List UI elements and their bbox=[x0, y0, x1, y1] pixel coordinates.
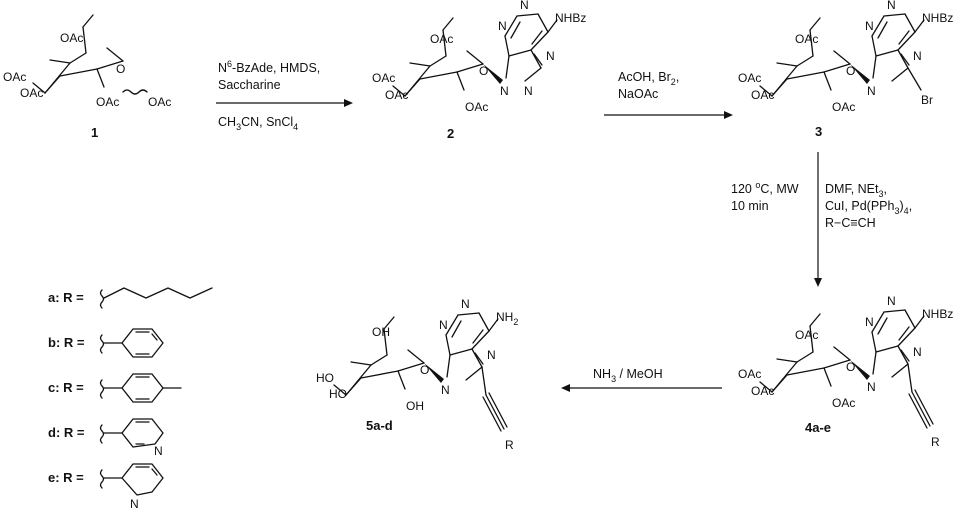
n-label: N bbox=[865, 315, 874, 329]
n-label: N bbox=[500, 84, 509, 98]
r-label: R bbox=[931, 435, 940, 449]
n-label: N bbox=[154, 444, 163, 458]
svg-text:AcOH, Br2,: AcOH, Br2, bbox=[618, 70, 679, 87]
n-label: N bbox=[867, 380, 876, 394]
wavy-bond bbox=[122, 89, 148, 95]
n-label: N bbox=[524, 84, 533, 98]
r-group-d: d: R = N bbox=[48, 418, 164, 458]
r-group-e: e: R = N bbox=[48, 463, 164, 511]
oh-label: OH bbox=[372, 325, 390, 339]
oac-label: OAc bbox=[751, 88, 774, 102]
n-label: N bbox=[130, 497, 139, 511]
glycosidic-bond bbox=[850, 64, 870, 84]
r-label: R bbox=[505, 438, 514, 452]
ring-oxygen-label: O bbox=[116, 62, 125, 76]
svg-text:e: R =: e: R = bbox=[48, 470, 84, 485]
n-label: N bbox=[487, 348, 496, 362]
oac-label: OAc bbox=[3, 70, 26, 84]
r-group-legend: a: R = b: R = c: R = d: R = bbox=[48, 287, 213, 511]
glycosidic-bond bbox=[424, 363, 444, 383]
ring-oxygen-label: O bbox=[846, 360, 855, 374]
compound-2-label: 2 bbox=[447, 126, 454, 141]
ho-label: HO bbox=[316, 371, 334, 385]
n-label: N bbox=[887, 0, 896, 12]
oac-label: OAc bbox=[795, 32, 818, 46]
compound-2: OAc O OAc OAc OAc N N N N N NHBz 2 bbox=[372, 0, 586, 141]
oac-label: OAc bbox=[738, 71, 761, 85]
n-label: N bbox=[913, 345, 922, 359]
svg-text:DMF, NEt3,: DMF, NEt3, bbox=[825, 182, 887, 199]
n-label: N bbox=[867, 84, 876, 98]
n-label: N bbox=[546, 49, 555, 63]
glycosidic-bond bbox=[850, 360, 870, 380]
oh-label: OH bbox=[406, 399, 424, 413]
svg-text:d: R =: d: R = bbox=[48, 425, 85, 440]
r-group-b: b: R = bbox=[48, 328, 164, 358]
oac-label: OAc bbox=[795, 328, 818, 342]
svg-text:CH3CN, SnCl4: CH3CN, SnCl4 bbox=[218, 115, 298, 132]
r-group-a: a: R = bbox=[48, 287, 213, 309]
oac-label: OAc bbox=[148, 95, 171, 109]
step-4: NH3 / MeOH bbox=[561, 367, 722, 392]
ring-oxygen-label: O bbox=[420, 363, 429, 377]
condition-text: NaOAc bbox=[618, 87, 658, 101]
step-3: 120 oC, MW 10 min DMF, NEt3, CuI, Pd(PPh… bbox=[731, 152, 912, 287]
n-label: N bbox=[520, 0, 529, 12]
oac-label: OAc bbox=[832, 396, 855, 410]
n-label: N bbox=[913, 49, 922, 63]
nhbz-label: NHBz bbox=[555, 11, 586, 25]
n-label: N bbox=[441, 383, 450, 397]
svg-text:N6-BzAde, HMDS,: N6-BzAde, HMDS, bbox=[218, 59, 320, 75]
oac-label: OAc bbox=[60, 31, 83, 45]
oac-label: OAc bbox=[385, 88, 408, 102]
compound-1-label: 1 bbox=[91, 125, 98, 140]
oac-label: OAc bbox=[465, 100, 488, 114]
n-label: N bbox=[461, 297, 470, 311]
n-label: N bbox=[439, 318, 448, 332]
compound-5: OH O HO HO OH N N N N NH2 R 5a-d bbox=[316, 297, 518, 452]
ring-oxygen-label: O bbox=[846, 64, 855, 78]
nhbz-label: NHBz bbox=[922, 11, 953, 25]
compound-4-label: 4a-e bbox=[805, 420, 831, 435]
condition-text: R−C≡CH bbox=[825, 216, 876, 230]
svg-text:a: R =: a: R = bbox=[48, 290, 84, 305]
compound-5-label: 5a-d bbox=[366, 418, 393, 433]
step-2: AcOH, Br2, NaOAc bbox=[604, 70, 733, 119]
svg-text:b: R =: b: R = bbox=[48, 335, 85, 350]
condition-text: 10 min bbox=[731, 199, 769, 213]
ho-label: HO bbox=[329, 387, 347, 401]
n-label: N bbox=[865, 19, 874, 33]
compound-3-label: 3 bbox=[815, 124, 822, 139]
oac-label: OAc bbox=[751, 384, 774, 398]
n-label: N bbox=[498, 19, 507, 33]
svg-text:NH3 / MeOH: NH3 / MeOH bbox=[593, 367, 663, 384]
ring-oxygen-label: O bbox=[479, 64, 488, 78]
oac-label: OAc bbox=[96, 95, 119, 109]
oac-label: OAc bbox=[832, 100, 855, 114]
compound-4: OAc O OAc OAc OAc N N N N NHBz R 4a-e bbox=[738, 294, 953, 449]
step-1: N6-BzAde, HMDS, Saccharine CH3CN, SnCl4 bbox=[216, 59, 353, 132]
nhbz-label: NHBz bbox=[922, 307, 953, 321]
svg-text:120 oC, MW: 120 oC, MW bbox=[731, 180, 799, 196]
svg-text:CuI, Pd(PPh3)4,: CuI, Pd(PPh3)4, bbox=[825, 199, 912, 216]
compound-1: OAc O OAc OAc OAc OAc 1 bbox=[3, 14, 171, 140]
oac-label: OAc bbox=[738, 367, 761, 381]
br-label: Br bbox=[921, 93, 933, 107]
r-group-c: c: R = bbox=[48, 373, 182, 403]
oac-label: OAc bbox=[372, 71, 395, 85]
oac-label: OAc bbox=[430, 32, 453, 46]
n-label: N bbox=[887, 294, 896, 308]
condition-text: Saccharine bbox=[218, 78, 281, 92]
compound-3: OAc O OAc OAc OAc N N N N NHBz Br 3 bbox=[738, 0, 953, 139]
svg-text:NH2: NH2 bbox=[496, 310, 518, 327]
svg-text:c: R =: c: R = bbox=[48, 380, 84, 395]
oac-label: OAc bbox=[20, 86, 43, 100]
glycosidic-bond bbox=[483, 64, 503, 84]
